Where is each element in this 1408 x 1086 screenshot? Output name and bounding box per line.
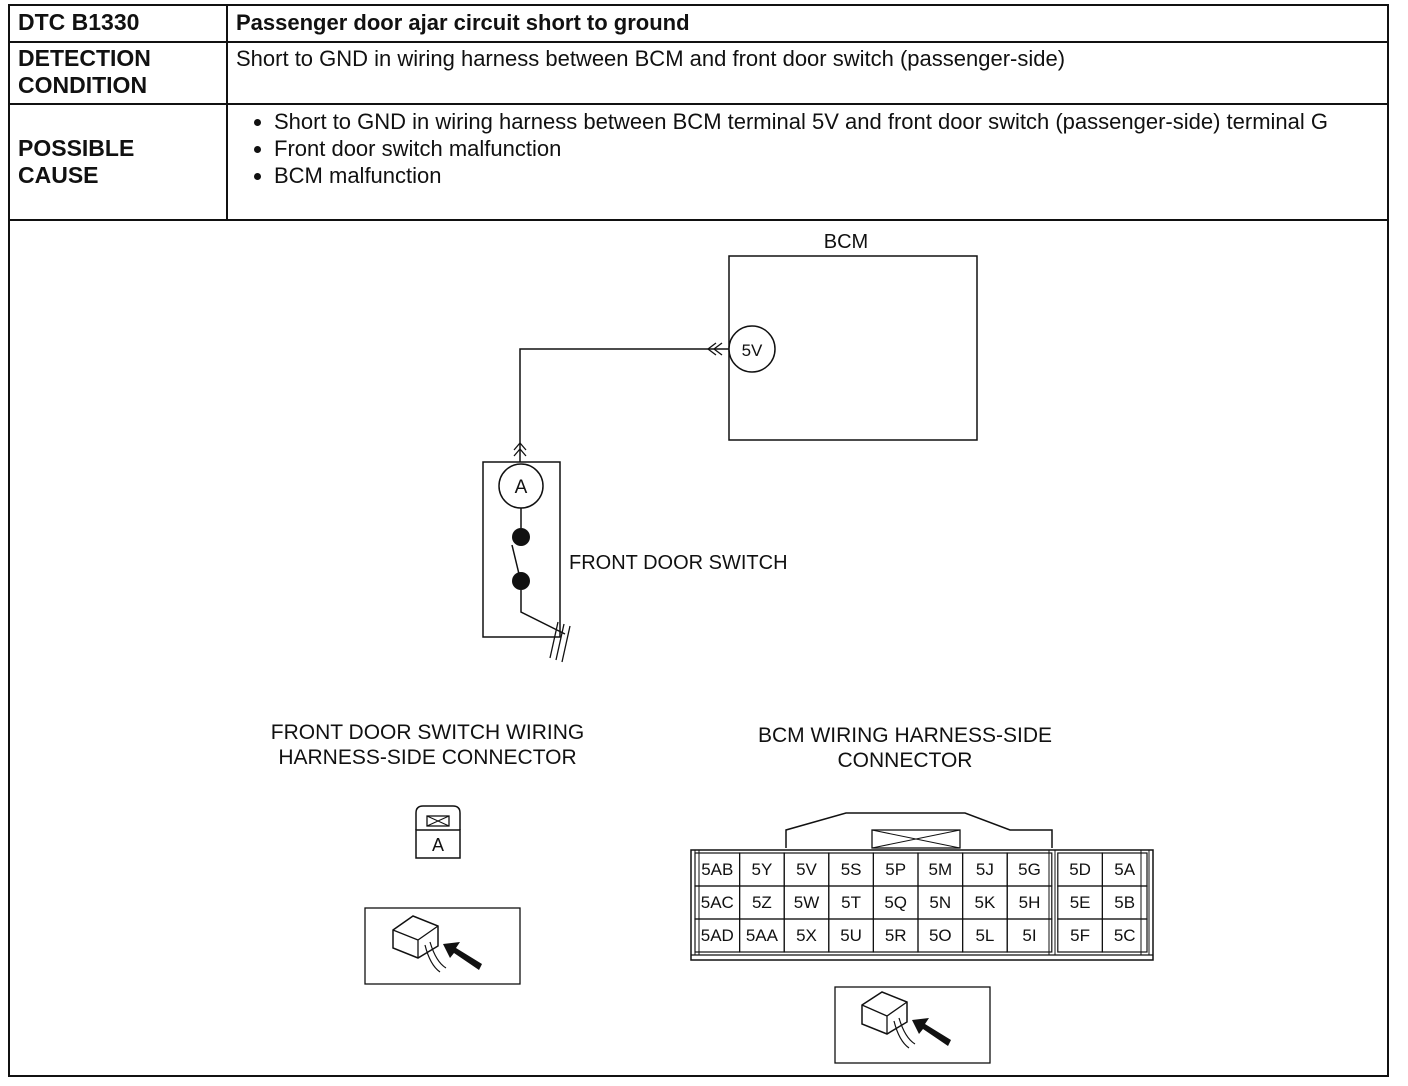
switch-connector-pin: A	[432, 835, 444, 855]
detection-row: DETECTION CONDITION Short to GND in wiri…	[10, 43, 1387, 105]
bcm-pin-label: 5J	[976, 860, 994, 879]
dtc-code: DTC B1330	[10, 6, 228, 41]
bcm-pin-label: 5B	[1114, 893, 1135, 912]
bcm-pin-label: 5E	[1070, 893, 1091, 912]
cause-item: Short to GND in wiring harness between B…	[274, 108, 1347, 135]
detection-text: Short to GND in wiring harness between B…	[236, 46, 1066, 71]
dtc-sheet: DTC B1330 Passenger door ajar circuit sh…	[8, 4, 1389, 1077]
bcm-view-icon-frame	[834, 986, 991, 1064]
switch-contact-top	[512, 528, 530, 546]
switch-blade	[511, 544, 520, 575]
switch-view-icon-frame	[364, 907, 521, 985]
bcm-pin-cell	[1101, 918, 1148, 953]
bcm-connector-title: BCM WIRING HARNESS-SIDE CONNECTOR	[720, 723, 1090, 773]
bcm-pin-label: 5H	[1019, 893, 1041, 912]
bcm-pin-label: 5G	[1018, 860, 1041, 879]
bcm-pin-label: 5Q	[884, 893, 907, 912]
bcm-pin-label: 5P	[885, 860, 906, 879]
bcm-pin-label: 5T	[841, 893, 861, 912]
cause-item: BCM malfunction	[274, 162, 1347, 189]
switch-terminal-label: A	[515, 477, 528, 498]
bcm-pin-grid: 5AB 5Y 5V 5S 5P 5M 5J 5G 5D 5A 5AC 5Z 5W 5T 5Q 5N 5K 5H 5E…	[694, 852, 1148, 953]
connector-view-icon	[861, 991, 951, 1049]
detection-label-line1: DETECTION	[18, 45, 151, 71]
bcm-pin-label: 5X	[796, 926, 817, 945]
bcm-pin-label: 5AD	[701, 926, 734, 945]
bcm-connector-title-line2: CONNECTOR	[837, 749, 973, 772]
switch-contact-bottom	[512, 572, 530, 590]
switch-connector-body	[415, 829, 461, 859]
switch-connector-title-line2: HARNESS-SIDE CONNECTOR	[278, 746, 577, 769]
ground-lead	[520, 590, 566, 635]
switch-connector-latch	[415, 805, 461, 830]
bcm-pin-cell	[1006, 918, 1053, 953]
detection-label-line2: CONDITION	[18, 72, 148, 98]
bcm-pin-label: 5AB	[701, 860, 733, 879]
possible-cause-label: POSSIBLE CAUSE	[10, 105, 228, 219]
bcm-pin-label: 5Z	[752, 893, 772, 912]
bcm-terminal-label: 5V	[742, 341, 763, 360]
switch-connector-title-line1: FRONT DOOR SWITCH WIRING	[270, 721, 585, 744]
switch-box	[482, 461, 561, 638]
bcm-pin-label: 5N	[929, 893, 951, 912]
connector-mark-switch	[513, 442, 527, 457]
bcm-label: BCM	[824, 231, 868, 253]
switch-connector-lock	[426, 815, 450, 827]
bcm-pin-label: 5AC	[701, 893, 734, 912]
bcm-pin-label: 5U	[840, 926, 862, 945]
dtc-header-row: DTC B1330 Passenger door ajar circuit sh…	[10, 6, 1387, 43]
bcm-pin-label: 5I	[1022, 926, 1036, 945]
switch-connector-lock-x	[426, 815, 450, 827]
possible-cause-label-line1: POSSIBLE	[18, 135, 135, 161]
bcm-pin-label: 5S	[841, 860, 862, 879]
possible-cause-row: POSSIBLE CAUSE Short to GND in wiring ha…	[10, 105, 1387, 221]
possible-cause-label-line2: CAUSE	[18, 162, 99, 188]
bcm-pin-label: 5AA	[746, 926, 779, 945]
bcm-pin-label: 5A	[1114, 860, 1135, 879]
connector-view-icon	[392, 915, 482, 973]
dtc-title: Passenger door ajar circuit short to gro…	[236, 10, 690, 35]
switch-label: FRONT DOOR SWITCH	[569, 552, 788, 574]
bcm-pin-label: 5M	[928, 860, 952, 879]
signal-wire	[519, 348, 729, 462]
ground-icon	[549, 621, 571, 663]
cause-item: Front door switch malfunction	[274, 135, 1347, 162]
bcm-pin-label: 5D	[1069, 860, 1091, 879]
bcm-pin-label: 5O	[929, 926, 952, 945]
bcm-pin-label: 5R	[885, 926, 907, 945]
detection-label: DETECTION CONDITION	[10, 43, 228, 103]
bcm-pin-label: 5Y	[752, 860, 773, 879]
connector-mark-bcm	[706, 342, 723, 356]
bcm-connector-title-line1: BCM WIRING HARNESS-SIDE	[757, 724, 1053, 747]
bcm-pin-label: 5K	[975, 893, 996, 912]
bcm-pin-label: 5C	[1114, 926, 1136, 945]
possible-cause-list: Short to GND in wiring harness between B…	[228, 105, 1387, 219]
bcm-pin-label: 5V	[796, 860, 817, 879]
switch-connector-title: FRONT DOOR SWITCH WIRING HARNESS-SIDE CO…	[240, 720, 615, 770]
bcm-pin-label: 5F	[1070, 926, 1090, 945]
bcm-connector-housing	[690, 812, 1154, 961]
bcm-pin-label: 5L	[975, 926, 994, 945]
bcm-pin-label: 5W	[794, 893, 820, 912]
